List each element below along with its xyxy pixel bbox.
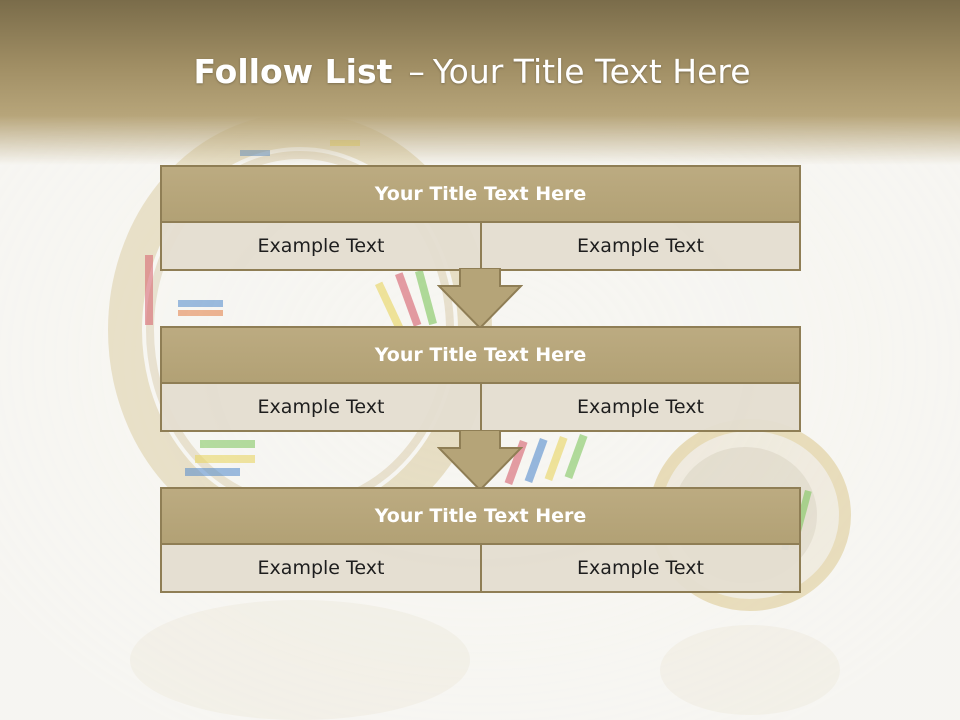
step-block-1: Your Title Text Here Example Text Exampl…: [160, 165, 801, 271]
title-bold: Follow List: [193, 52, 393, 91]
title-dash: –: [408, 52, 425, 91]
arrow-down-icon: [437, 268, 523, 330]
arrow-down-icon: [437, 430, 523, 492]
header-band: [0, 0, 960, 165]
step-cell-left: Example Text: [160, 382, 482, 432]
step-title: Your Title Text Here: [160, 487, 801, 545]
step-title: Your Title Text Here: [160, 165, 801, 223]
step-cell-right: Example Text: [480, 382, 801, 432]
step-cell-left: Example Text: [160, 221, 482, 271]
step-cell-left: Example Text: [160, 543, 482, 593]
step-cell-right: Example Text: [480, 221, 801, 271]
step-block-3: Your Title Text Here Example Text Exampl…: [160, 487, 801, 593]
step-block-2: Your Title Text Here Example Text Exampl…: [160, 326, 801, 432]
step-title: Your Title Text Here: [160, 326, 801, 384]
slide-title: Follow List–Your Title Text Here: [0, 52, 944, 91]
title-rest: Your Title Text Here: [432, 52, 751, 91]
step-cell-right: Example Text: [480, 543, 801, 593]
